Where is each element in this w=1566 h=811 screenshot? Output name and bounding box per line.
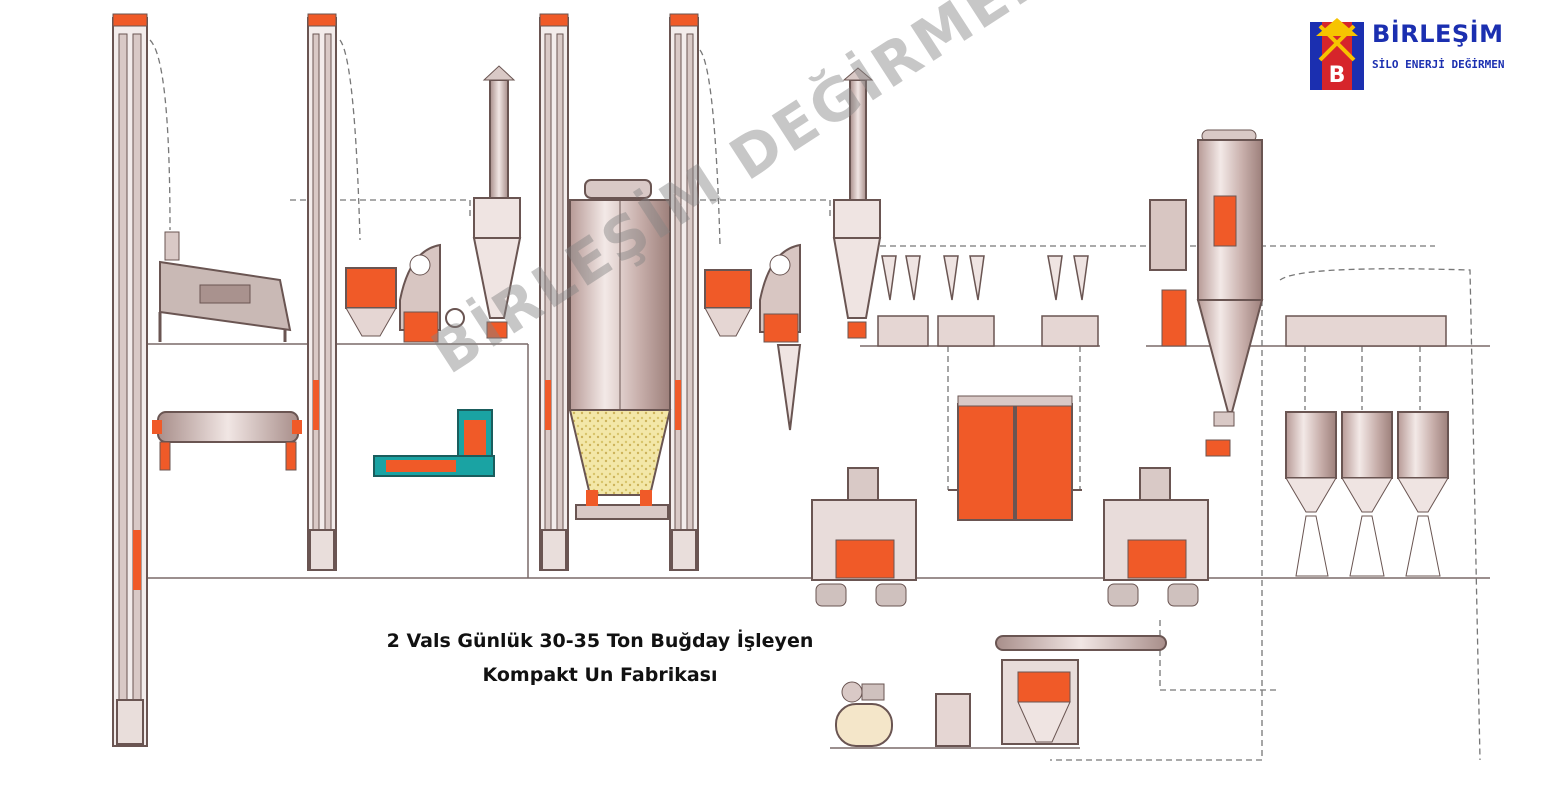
elevator-1 [112, 13, 148, 747]
bran-section [995, 635, 1167, 745]
logo-mark-icon: B [1310, 18, 1364, 90]
diagram-caption-line-1: 2 Vals Günlük 30-35 Ton Buğday İşleyen [386, 630, 814, 652]
cyclone-1 [472, 65, 522, 339]
logo-mark-letter: B [1329, 63, 1346, 88]
company-logo: B BİRLEŞİM SİLO ENERJİ DEĞİRMEN [1306, 16, 1520, 94]
plansifter [948, 395, 1082, 521]
elevator-3 [539, 13, 569, 571]
logo-subtitle: SİLO ENERJİ DEĞİRMEN [1372, 58, 1505, 71]
logo-company-name: BİRLEŞİM [1372, 20, 1504, 48]
elevator-4 [669, 13, 699, 571]
diagram-caption-line-2: Kompakt Un Fabrikası [482, 664, 718, 686]
elevator-2 [307, 13, 337, 571]
roller-mill-1 [811, 467, 917, 607]
horizontal-scourer [152, 411, 302, 471]
aspiration-unit-2 [704, 243, 802, 431]
air-compressor [835, 681, 971, 747]
cyclone-2 [832, 67, 882, 339]
vibro-separator [158, 231, 292, 342]
tempering-silo [568, 179, 672, 520]
roller-mill-2 [1103, 467, 1209, 607]
bucket-elevators [112, 13, 699, 747]
small-cyclones [877, 255, 1099, 347]
flour-bins [1285, 315, 1449, 577]
dampening-screw [373, 409, 495, 477]
pulse-jet-filter [1149, 129, 1264, 457]
aspiration-unit-1 [345, 243, 465, 343]
